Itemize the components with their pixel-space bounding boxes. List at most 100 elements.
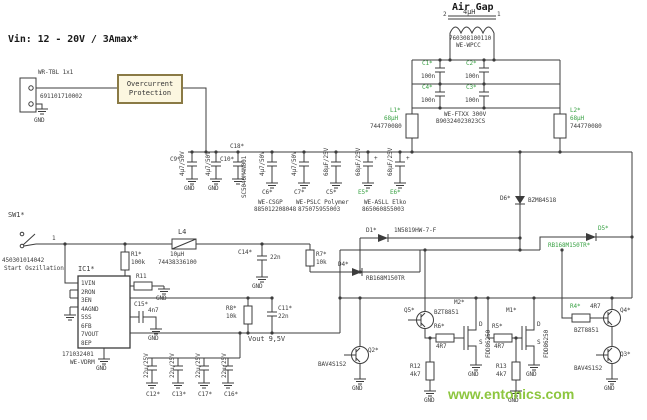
airgap-pin2: 2 [443,11,447,18]
connector-pin2 [28,101,34,107]
label-c5-val: 68µF/25V [323,147,330,176]
label-l4-part: 74438336100 [158,259,197,266]
label-r5-val: 4R7 [494,343,505,350]
label-l1-val: 68µH [384,115,399,122]
label-c1-val: 100n [421,73,436,80]
label-connector: WR-TBL 1x1 [38,69,74,76]
label-l1-part: 744770080 [370,123,402,130]
label-d1: D1* [366,227,377,234]
switch-contact-b [19,243,25,249]
label-ftxx-part: B90324023023CS [436,118,486,125]
label-csgp-part: 885012208048 [254,206,297,213]
label-r12: R12 [410,363,421,370]
label-connector-gnd: GND [34,117,45,124]
air-gap-title: Air Gap [452,2,494,13]
label-q5: Q5* [404,307,415,314]
label-c3-val: 100n [465,97,480,104]
airgap-pin1: 1 [497,11,501,18]
resistor-r6 [435,333,455,343]
label-gnd-m1: GND [526,371,537,378]
label-gnd-q3: GND [604,385,615,392]
label-vout: Vout 9,5V [248,335,286,343]
diode-d4 [352,268,362,276]
label-c14: C14* [238,249,253,256]
vin-label: Vin: 12 - 20V / 3Amax* [8,34,139,45]
label-r11: R11 [136,273,147,280]
label-m1: M1* [506,307,517,314]
label-e6: E6* [390,189,401,196]
label-c7: C7* [294,189,305,196]
ic-pin-vin: 1VIN [81,280,96,287]
connector-body [19,77,37,113]
label-e6-val: 68µF/25V [387,147,394,176]
label-c15-val: 4n7 [148,307,159,314]
label-d5-part: RB168M150TR* [548,242,591,249]
label-c1: C1* [422,60,433,67]
label-r7-val: 10k [316,259,327,266]
label-m2: M2* [454,299,465,306]
diode-symbols [352,196,596,276]
label-c17-val: 22µ/25V [195,353,202,378]
label-q4: Q4* [620,307,631,314]
label-sw1-pin: 1 [52,235,56,242]
ic-pin-ron: 2RON [81,289,96,296]
connector-pin1 [28,85,34,91]
airgap-part: 760308100110 [449,35,492,42]
label-l2: L2* [570,107,581,114]
resistor-r12 [425,361,435,381]
ic-outline [77,275,131,349]
label-d4: D4* [338,261,349,268]
label-r13-val: 4k7 [496,371,507,378]
label-c12: C12* [146,391,161,398]
label-m2-part: FDD86250 [485,329,492,358]
ic-pin-vout: 7VOUT [81,331,99,338]
label-ftxx-series: WE-FTXX 300V [444,111,487,118]
ic-pin-agnd: 4AGND [81,306,99,313]
ocp-label-1: Overcurrent [126,79,174,88]
label-q4-part: BZT8851 [574,327,599,334]
label-c4: C4* [422,84,433,91]
label-d4-part: RB168M150TR [366,275,405,282]
label-c4-val: 100n [421,97,436,104]
label-ic1: IC1* [78,265,95,273]
label-r8: R8* [226,305,237,312]
ic-pin-en: 3EN [81,297,92,304]
label-r4: R4* [570,303,581,310]
label-q2: Q2* [368,347,379,354]
label-ic1-series: WE-VDRM [70,359,95,366]
label-e6-plus: + [406,155,410,162]
switch-lever [22,233,37,247]
label-sw1-part: 450301014042 [2,257,45,264]
label-r13: R13 [496,363,507,370]
label-c11-val: 22n [278,313,289,320]
label-c16: C16* [224,391,239,398]
label-l2-part: 744770080 [570,123,602,130]
label-pslc-part: 875075955003 [298,206,341,213]
label-gnd-r11: GND [156,295,167,302]
label-d5: D5* [598,225,609,232]
inductor-l2 [553,113,567,139]
label-c7-val: 4µ7/50V [291,151,298,176]
label-sw1: SW1* [8,211,25,219]
label-q3-part: BAV4S1S2 [574,365,603,372]
label-c2-val: 100n [465,73,480,80]
inductor-l1 [405,113,419,139]
label-r5: R5* [492,323,503,330]
label-c17: C17* [198,391,213,398]
label-l4-val: 10µH [170,251,185,258]
label-l4: L4 [178,228,187,236]
capacitor-plates [138,67,597,371]
ocp-label-2: Protection [128,89,172,97]
label-c18: C18* [230,143,245,150]
label-r1-val: 100k [131,259,146,266]
label-c15: C15* [134,301,149,308]
label-e5: E5* [358,189,369,196]
resistor-r7 [305,249,315,267]
label-r8-val: 10k [226,313,237,320]
label-gnd-m2: GND [468,371,479,378]
label-c16-val: 22µ/25V [221,353,228,378]
resistor-r8 [243,305,253,325]
switch-contact-a [19,231,25,237]
label-c6-val: 4µ7/50V [259,151,266,176]
